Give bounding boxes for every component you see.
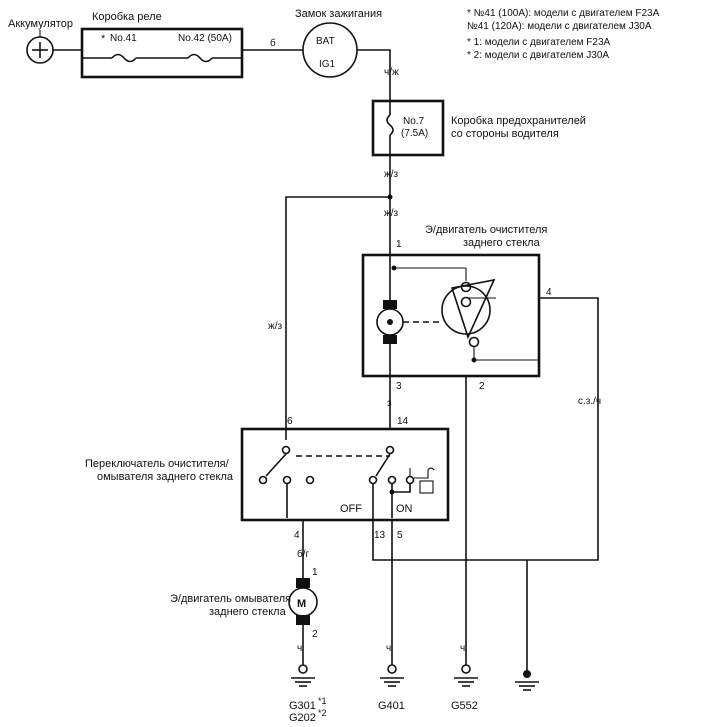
note-line-3: * 1: модели с двигателем F23A: [467, 37, 611, 48]
wire-b-g-label: б/г: [297, 548, 310, 560]
wire-branch-to-switch: [285, 196, 390, 440]
ground-g301: [291, 664, 315, 687]
note-line-2: №41 (120A): модели с двигателем J30A: [467, 21, 652, 32]
wire-zh-z-label-1: ж/з: [384, 169, 398, 180]
washer-motor-label-1: Э/двигатель омывателя: [170, 593, 291, 605]
ground-body: [515, 670, 539, 691]
pin-5-label: 5: [397, 530, 403, 541]
wiper-washer-switch-box: [240, 427, 450, 522]
relay-box-label: Коробка реле: [92, 11, 162, 23]
fuse7-label: No.7: [403, 116, 425, 127]
fuse42-symbol: [187, 53, 242, 63]
wiper-motor-label-1: Э/двигатель очистителя: [425, 224, 547, 236]
note-line-4: * 2: модели с двигателем J30A: [467, 50, 609, 61]
ignition-bat-label: BAT: [316, 36, 335, 47]
pin-14-label: 14: [397, 416, 409, 427]
fuse41-symbol: [82, 53, 188, 63]
ground-g552-label: G552: [451, 700, 478, 712]
wire-ignition-fusebox: [357, 49, 391, 101]
note-line-1: * №41 (100A): модели с двигателем F23A: [467, 8, 660, 19]
pin-13-label: 13: [374, 530, 386, 541]
ground-g301-label: G301: [289, 700, 316, 712]
wiper-motor-internals: [376, 255, 539, 376]
wire-ch-label-2: ч: [386, 643, 391, 654]
ignition-label: Замок зажигания: [295, 8, 382, 20]
fuse42-label: No.42 (50A): [178, 33, 232, 44]
pin-1-label: 1: [396, 239, 402, 250]
ground-g401-label: G401: [378, 700, 405, 712]
washer-motor-label-2: заднего стекла: [209, 606, 287, 618]
battery-label: Аккумулятор: [8, 18, 73, 30]
pin-2-label: 2: [479, 381, 485, 392]
pin-6-label: 6: [287, 416, 293, 427]
switch-off-label: OFF: [340, 503, 362, 515]
switch-internals: [258, 445, 435, 518]
washer-pin-2-label: 2: [312, 629, 318, 640]
ignition-ig1-label: IG1: [319, 59, 336, 70]
pin-4-label: 4: [546, 287, 552, 298]
fuse7-rating: (7.5A): [401, 128, 428, 139]
fuse41-asterisk: *: [101, 33, 106, 45]
rear-washer-motor: M: [288, 578, 318, 625]
switch-label-2: омывателя заднего стекла: [97, 471, 234, 483]
fuse41-label: No.41: [110, 33, 137, 44]
washer-motor-m: M: [297, 598, 306, 610]
wire-b-label: б: [270, 37, 276, 49]
fusebox-label-2: со стороны водителя: [451, 128, 559, 140]
ground-g202-label: G202: [289, 712, 316, 724]
driver-fuse-box: [371, 99, 445, 157]
ground-g301-sup: *1: [318, 696, 327, 706]
rear-wiper-motor-box: [361, 253, 541, 378]
pin-3-label: 3: [396, 381, 402, 392]
pin-4b-label: 4: [294, 530, 300, 541]
fuse7-symbol: [386, 101, 394, 155]
wire-ch-label-1: ч: [297, 643, 302, 654]
wire-zh-z-label-3: ж/з: [268, 321, 282, 332]
ground-g401: [380, 664, 404, 687]
battery-symbol: [26, 36, 54, 64]
relay-box: [80, 27, 244, 79]
wire-ch-label-3: ч: [460, 643, 465, 654]
wiper-motor-label-2: заднего стекла: [463, 237, 541, 249]
ground-g202-sup: *2: [318, 708, 327, 718]
switch-on-label: ON: [396, 503, 413, 515]
ground-g552: [454, 664, 478, 687]
wire-sz-ch-label: с.з./ч: [578, 396, 601, 407]
fusebox-label-1: Коробка предохранителей: [451, 115, 586, 127]
wire-wiper-pin4: [372, 297, 599, 561]
washer-pin-1-label: 1: [312, 567, 318, 578]
wire-ch-zh-label: ч/ж: [384, 67, 399, 78]
wire-zh-z-label-2: ж/з: [384, 208, 398, 219]
wire-z-label: з: [387, 398, 392, 409]
switch-label-1: Переключатель очистителя/: [85, 458, 230, 470]
notes-block: * №41 (100A): модели с двигателем F23A №…: [467, 8, 660, 61]
